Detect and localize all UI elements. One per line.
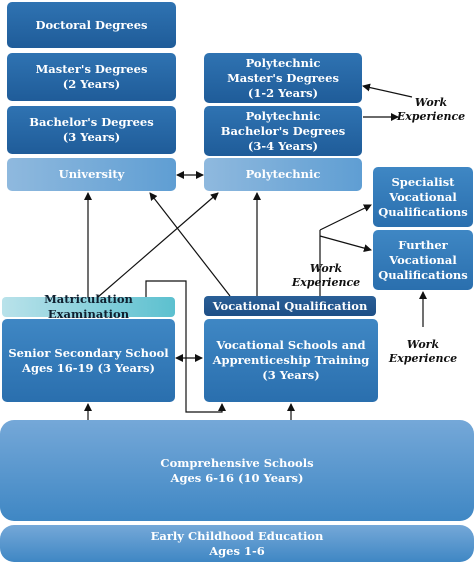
polytechnic-bachelors-box: Polytechnic Bachelor's Degrees (3-4 Year… [204, 106, 362, 156]
bachelors-degrees-box: Bachelor's Degrees (3 Years) [7, 106, 176, 154]
work-experience-label-bottom: Work Experience [388, 338, 458, 365]
senior-secondary-school-box: Senior Secondary School Ages 16-19 (3 Ye… [2, 319, 175, 402]
further-vocational-box: Further Vocational Qualifications [373, 230, 473, 290]
vocational-to-university-arrow [149, 192, 231, 297]
work-experience-to-poly-masters-arrow [362, 83, 413, 98]
specialist-vocational-box: Specialist Vocational Qualifications [373, 167, 473, 227]
polytechnic-masters-box: Polytechnic Master's Degrees (1-2 Years) [204, 53, 362, 103]
vocational-qualification-box: Vocational Qualification [204, 296, 376, 316]
university-box: University [7, 158, 176, 191]
to-specialist-arrow [319, 204, 372, 231]
masters-degrees-box: Master's Degrees (2 Years) [7, 53, 176, 101]
early-childhood-education-box: Early Childhood Education Ages 1-6 [0, 525, 474, 562]
doctoral-degrees-box: Doctoral Degrees [7, 2, 176, 48]
work-experience-label-top: Work Experience [396, 96, 466, 123]
vocational-schools-box: Vocational Schools and Apprenticeship Tr… [204, 319, 378, 402]
polytechnic-box: Polytechnic [204, 158, 362, 191]
matriculation-to-vocational-arrow [145, 280, 226, 413]
to-further-arrow [319, 235, 372, 253]
senior-secondary-to-polytechnic-arrow [97, 192, 219, 298]
comprehensive-schools-box: Comprehensive Schools Ages 6-16 (10 Year… [0, 420, 474, 521]
work-experience-label-middle: Work Experience [291, 262, 361, 289]
